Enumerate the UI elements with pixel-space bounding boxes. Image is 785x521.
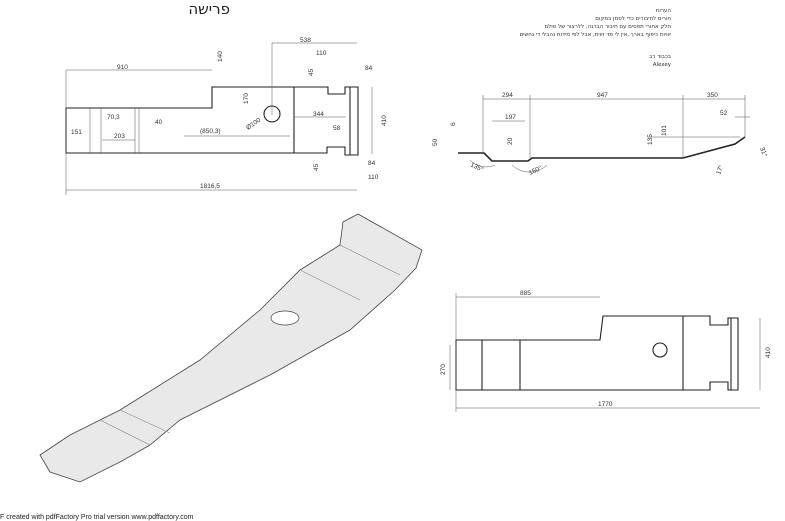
dim-label: 20 [507,137,514,145]
dim-label: 70,3 [107,114,120,121]
dim-label: 6 [450,122,457,126]
drawing-title: פרישה [188,0,230,18]
dim-label: 135 [647,134,654,145]
dim-label: 84 [368,160,376,167]
dim-label: (850,3) [200,128,221,135]
note-line: חלק אחורי תפסים עם חיבור הברגה, ללרצור ש… [545,23,672,30]
dim-label: 52 [720,110,728,117]
dim-label: 45 [308,68,315,76]
dim-label: 58 [333,125,341,132]
dim-label: 101 [661,125,668,136]
notes-heading: הערות [656,8,672,14]
isometric-view [39,213,423,483]
dim-label: 350 [707,92,718,99]
dim-label: 1816,5 [200,183,220,190]
notes-block: הערות חורים לחיבורים כדי לסמן במקום חלק … [520,8,672,68]
bottom-view: 885 270 410 1770 [440,290,772,412]
dim-label: 140 [217,51,224,62]
dim-label: 344 [313,111,324,118]
regards-text: בכבוד רב [649,54,671,60]
dim-label: 910 [117,64,128,71]
note-line: זוויות כיפוף בארך ,אין לי מד זווית, אבל … [520,31,672,38]
dim-label: 110 [368,174,379,181]
dim-label: 947 [597,92,608,99]
dim-label: 270 [440,364,447,375]
dim-label: 538 [300,37,311,44]
dim-label: 40 [155,119,163,126]
note-line: חורים לחיבורים כדי לסמן במקום [595,15,671,22]
dim-label: 170 [243,93,250,104]
dim-label: Ø100 [245,117,262,132]
dim-label: 45 [313,163,320,171]
dim-label: 110 [316,50,327,57]
dim-label: 203 [114,133,125,140]
dim-label: 410 [381,115,388,126]
dim-label: 410 [765,347,772,358]
dim-label: 885 [520,290,531,297]
dim-label: 197 [505,114,516,121]
dim-label: 50 [432,138,439,146]
dim-label: 17° [714,163,725,175]
dim-label: 1770 [598,401,613,408]
side-view: 294 947 350 197 52 6 50 20 135 101 135° … [432,92,769,177]
dim-label: 294 [502,92,513,99]
dim-label: 31° [758,146,769,158]
dim-label: 135° [469,161,485,174]
dim-label: 84 [365,65,373,72]
dim-label: 150° [527,164,543,177]
signature-text: Alexey [653,62,672,68]
footer-watermark: F created with pdfFactory Pro trial vers… [0,514,194,521]
dim-label: 151 [71,129,82,136]
plan-view: 910 140 538 110 45 84 170 70,3 40 151 20… [65,37,388,195]
